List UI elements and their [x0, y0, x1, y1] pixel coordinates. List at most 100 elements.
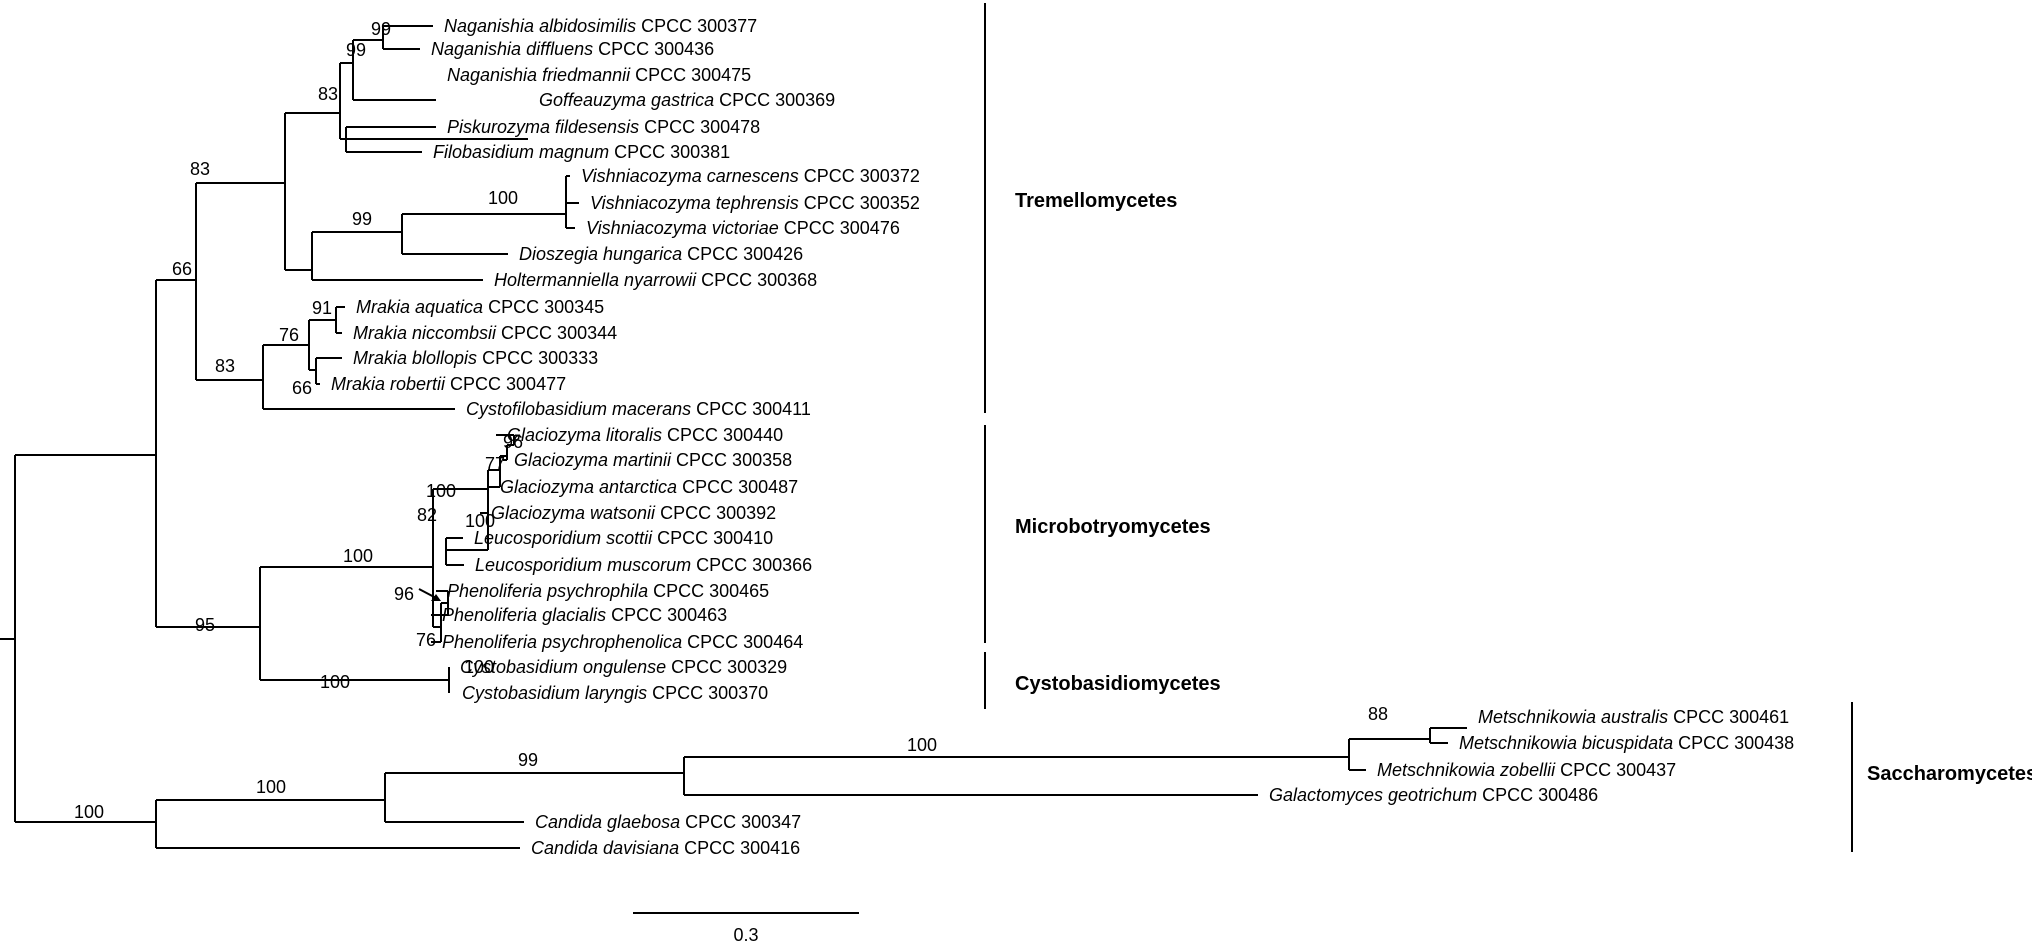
taxon-strain: CPCC 300437 — [1555, 760, 1676, 780]
taxon-strain: CPCC 300372 — [799, 166, 920, 186]
taxon-species: Holtermanniella nyarrowii — [494, 270, 697, 290]
bootstrap-value: 88 — [1368, 704, 1388, 724]
taxon-label: Candida davisiana CPCC 300416 — [531, 838, 800, 858]
taxon-label: Mrakia niccombsii CPCC 300344 — [353, 323, 617, 343]
taxon-strain: CPCC 300347 — [680, 812, 801, 832]
taxon-label: Naganishia albidosimilis CPCC 300377 — [444, 16, 757, 36]
bootstrap-value: 77 — [485, 454, 505, 474]
clade-annotations: TremellomycetesMicrobotryomycetesCystoba… — [984, 3, 2032, 852]
tree-branches — [0, 25, 1467, 849]
bootstrap-value: 66 — [172, 259, 192, 279]
taxon-strain: CPCC 300477 — [445, 374, 566, 394]
taxon-species: Glaciozyma martinii — [514, 450, 672, 470]
taxon-species: Leucosporidium muscorum — [475, 555, 691, 575]
bootstrap-value: 100 — [464, 657, 494, 677]
taxon-strain: CPCC 300416 — [679, 838, 800, 858]
taxon-label: Vishniacozyma carnescens CPCC 300372 — [581, 166, 920, 186]
bootstrap-value: 100 — [74, 802, 104, 822]
taxon-species: Goffeauzyma gastrica — [539, 90, 714, 110]
taxon-label: Naganishia diffluens CPCC 300436 — [431, 39, 714, 59]
taxon-species: Candida davisiana — [531, 838, 679, 858]
taxon-label: Vishniacozyma tephrensis CPCC 300352 — [590, 193, 920, 213]
bootstrap-value: 100 — [256, 777, 286, 797]
bootstrap-value: 83 — [190, 159, 210, 179]
taxon-strain: CPCC 300463 — [606, 605, 727, 625]
taxon-species: Cystobasidium laryngis — [462, 683, 647, 703]
taxon-label: Leucosporidium muscorum CPCC 300366 — [475, 555, 812, 575]
taxon-strain: CPCC 300478 — [639, 117, 760, 137]
clade-label: Cystobasidiomycetes — [1015, 673, 1221, 695]
taxon-label: Glaciozyma litoralis CPCC 300440 — [507, 425, 783, 445]
taxon-label: Phenoliferia glacialis CPCC 300463 — [442, 605, 727, 625]
bootstrap-value: 91 — [312, 298, 332, 318]
taxon-strain: CPCC 300369 — [714, 90, 835, 110]
bootstrap-value: 76 — [416, 630, 436, 650]
taxon-strain: CPCC 300465 — [648, 581, 769, 601]
taxon-label: Piskurozyma fildesensis CPCC 300478 — [447, 117, 760, 137]
bootstrap-value: 82 — [417, 505, 437, 525]
taxon-strain: CPCC 300476 — [779, 218, 900, 238]
bootstrap-value: 99 — [352, 209, 372, 229]
taxon-label: Filobasidium magnum CPCC 300381 — [433, 142, 730, 162]
bootstrap-value: 83 — [215, 356, 235, 376]
taxon-strain: CPCC 300475 — [630, 65, 751, 85]
scale-bar: 0.3 — [633, 912, 859, 941]
taxon-label: Mrakia blollopis CPCC 300333 — [353, 348, 598, 368]
taxon-species: Mrakia robertii — [331, 374, 446, 394]
taxon-strain: CPCC 300333 — [477, 348, 598, 368]
taxon-species: Leucosporidium scottii — [474, 528, 653, 548]
scale-bar-label: 0.3 — [733, 925, 758, 941]
taxon-label: Galactomyces geotrichum CPCC 300486 — [1269, 785, 1598, 805]
taxon-species: Metschnikowia zobellii — [1377, 760, 1556, 780]
taxon-labels: Naganishia albidosimilis CPCC 300377Naga… — [331, 16, 1794, 858]
taxon-species: Glaciozyma watsonii — [491, 503, 656, 523]
taxon-strain: CPCC 300410 — [652, 528, 773, 548]
taxon-species: Metschnikowia australis — [1478, 707, 1668, 727]
taxon-label: Mrakia robertii CPCC 300477 — [331, 374, 566, 394]
taxon-strain: CPCC 300352 — [799, 193, 920, 213]
taxon-strain: CPCC 300461 — [1668, 707, 1789, 727]
taxon-strain: CPCC 300486 — [1477, 785, 1598, 805]
taxon-species: Naganishia friedmannii — [447, 65, 631, 85]
taxon-label: Glaciozyma antarctica CPCC 300487 — [500, 477, 798, 497]
taxon-species: Vishniacozyma carnescens — [581, 166, 799, 186]
taxon-species: Mrakia blollopis — [353, 348, 477, 368]
taxon-species: Dioszegia hungarica — [519, 244, 682, 264]
bootstrap-value: 100 — [907, 735, 937, 755]
bootstrap-value: 66 — [292, 378, 312, 398]
taxon-label: Metschnikowia australis CPCC 300461 — [1478, 707, 1789, 727]
bootstrap-value: 76 — [279, 325, 299, 345]
taxon-species: Mrakia aquatica — [356, 297, 483, 317]
taxon-label: Naganishia friedmannii CPCC 300475 — [447, 65, 751, 85]
taxon-label: Leucosporidium scottii CPCC 300410 — [474, 528, 773, 548]
taxon-species: Phenoliferia glacialis — [442, 605, 606, 625]
bootstrap-value: 100 — [465, 511, 495, 531]
taxon-strain: CPCC 300370 — [647, 683, 768, 703]
bootstrap-value: 96 — [394, 584, 414, 604]
taxon-species: Galactomyces geotrichum — [1269, 785, 1477, 805]
bootstrap-value: 99 — [346, 40, 366, 60]
taxon-species: Cystobasidium ongulense — [460, 657, 666, 677]
taxon-strain: CPCC 300381 — [609, 142, 730, 162]
taxon-label: Dioszegia hungarica CPCC 300426 — [519, 244, 803, 264]
bootstrap-value: 99 — [371, 19, 391, 39]
taxon-species: Glaciozyma litoralis — [507, 425, 662, 445]
taxon-strain: CPCC 300464 — [682, 632, 803, 652]
taxon-label: Glaciozyma martinii CPCC 300358 — [514, 450, 792, 470]
bootstrap-value: 96 — [503, 432, 523, 452]
taxon-strain: CPCC 300438 — [1673, 733, 1794, 753]
taxon-label: Metschnikowia bicuspidata CPCC 300438 — [1459, 733, 1794, 753]
taxon-strain: CPCC 300329 — [666, 657, 787, 677]
taxon-strain: CPCC 300345 — [483, 297, 604, 317]
bootstrap-value: 100 — [426, 481, 456, 501]
taxon-species: Vishniacozyma tephrensis — [590, 193, 799, 213]
bootstrap-value: 100 — [488, 188, 518, 208]
taxon-species: Filobasidium magnum — [433, 142, 609, 162]
taxon-label: Goffeauzyma gastrica CPCC 300369 — [539, 90, 835, 110]
taxon-species: Phenoliferia psychrophenolica — [442, 632, 682, 652]
taxon-label: Mrakia aquatica CPCC 300345 — [356, 297, 604, 317]
bootstrap-value: 100 — [343, 546, 373, 566]
taxon-species: Cystofilobasidium macerans — [466, 399, 691, 419]
taxon-label: Cystobasidium ongulense CPCC 300329 — [460, 657, 787, 677]
